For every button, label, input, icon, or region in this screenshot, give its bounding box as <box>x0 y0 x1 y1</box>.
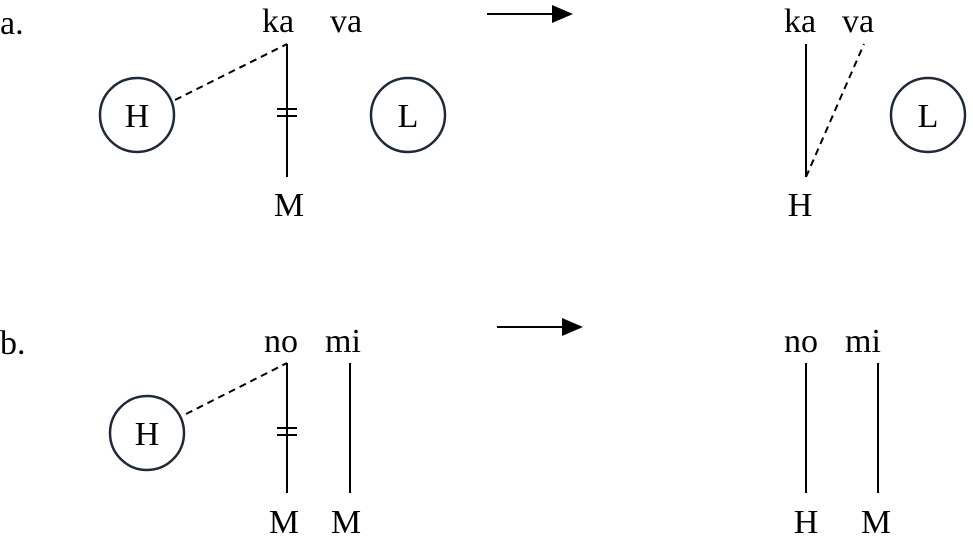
panel-a-before-floating-h: H <box>125 98 150 135</box>
panel-b-label: b. <box>0 325 26 362</box>
panel-b-after-syllable-mi: mi <box>845 323 881 360</box>
panel-a-before-syllable-va: va <box>330 3 362 40</box>
panel-a-before-linked-m: M <box>274 187 304 224</box>
panel-b-before-linked-m-1: M <box>269 504 299 541</box>
panel-b-before-new-association-line <box>185 362 288 415</box>
panel-a-before-syllable-ka: ka <box>262 3 294 40</box>
panel-a-after-linked-h: H <box>788 187 813 224</box>
panel-b-before-floating-h: H <box>135 416 160 453</box>
panel-a-label: a. <box>0 5 24 42</box>
panel-b-before-syllable-no: no <box>264 323 298 360</box>
panel-b-after-syllable-no: no <box>784 323 818 360</box>
panel-b-before-floating-h-circle <box>108 394 186 472</box>
panel-a-after-new-association-line-va <box>805 43 865 178</box>
panel-a-after-syllable-va: va <box>842 3 874 40</box>
panel-b-after-linked-h: H <box>794 504 819 541</box>
panel-a-before-floating-l: L <box>398 98 419 135</box>
panel-b-arrow-icon <box>497 318 583 336</box>
panel-a-after-floating-l: L <box>918 98 939 135</box>
panel-a-after-floating-l-circle <box>889 76 967 154</box>
panel-a-before-floating-l-circle <box>369 76 447 154</box>
panel-a-arrow-icon <box>487 5 573 23</box>
panel-a-before-new-association-line <box>174 43 288 101</box>
panel-a-after-syllable-ka: ka <box>784 3 816 40</box>
panel-b-before-syllable-mi: mi <box>325 323 361 360</box>
panel-b-before-linked-m-2: M <box>331 504 361 541</box>
panel-b-after-linked-m: M <box>861 504 891 541</box>
panel-a-before-floating-h-circle <box>98 76 176 154</box>
